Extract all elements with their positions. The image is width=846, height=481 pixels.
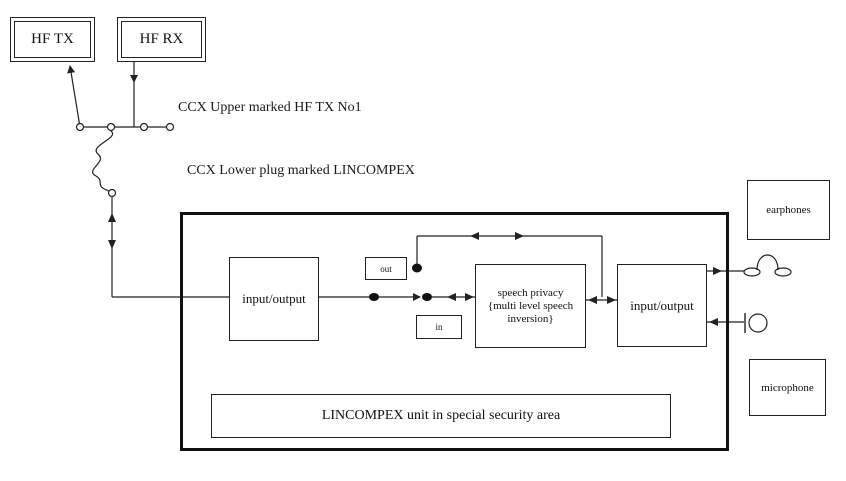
ccx-terminal-1 — [75, 122, 85, 132]
speech-privacy-line-2: {multi level speech — [487, 299, 574, 312]
hf-tx-box: HF TX — [10, 17, 95, 62]
bypass-arrow-left — [470, 232, 479, 240]
io-right-label: input/output — [630, 297, 694, 313]
earphones-arrow — [713, 267, 722, 275]
bidir-arrow-down — [108, 240, 116, 249]
microphone-label: microphone — [761, 381, 814, 394]
ccx-lower-label: CCX Lower plug marked LINCOMPEX — [187, 163, 415, 178]
security-area-box: LINCOMPEX unit in special security area — [211, 394, 671, 438]
bypass-arrow-right — [515, 232, 524, 240]
ccx-terminal-2 — [106, 122, 116, 132]
hf-rx-label: HF RX — [121, 21, 202, 58]
ccx-lower-plug — [107, 188, 117, 198]
switch-dot-2 — [422, 293, 432, 301]
out-dot — [412, 263, 422, 273]
earphones-label: earphones — [766, 204, 811, 216]
microphone-box: microphone — [749, 359, 826, 416]
hf-tx-lead — [67, 65, 81, 128]
coiled-cable — [92, 130, 114, 193]
microphone-icon — [748, 313, 768, 333]
lincompex-unit-frame — [180, 212, 729, 451]
earphone-right-cup — [774, 267, 792, 277]
switch-dot-1 — [369, 293, 379, 301]
hf-tx-label: HF TX — [14, 21, 91, 58]
in-label: in — [435, 322, 443, 332]
speech-privacy-box: speech privacy {multi level speech inver… — [475, 264, 586, 348]
earphones-box: earphones — [747, 180, 830, 240]
bidir-arrow-up — [108, 213, 116, 222]
io-right-box: input/output — [617, 264, 707, 347]
security-area-label: LINCOMPEX unit in special security area — [321, 408, 561, 423]
switch-arrow-right — [465, 293, 474, 301]
speech-privacy-line-1: speech privacy — [497, 286, 564, 299]
in-box: in — [416, 315, 462, 339]
speech-privacy-line-3: inversion} — [507, 312, 554, 325]
privacy-arrow-left — [588, 296, 597, 304]
ccx-terminal-3 — [139, 122, 149, 132]
switch-arrow-left — [447, 293, 456, 301]
hf-rx-box: HF RX — [117, 17, 206, 62]
ccx-upper-label: CCX Upper marked HF TX No1 — [178, 100, 362, 115]
out-box: out — [365, 257, 407, 280]
earphone-headband-icon — [756, 254, 779, 271]
io-left-box: input/output — [229, 257, 319, 341]
microphone-arrow — [709, 318, 718, 326]
out-label: out — [380, 263, 392, 274]
earphone-left-cup — [743, 267, 761, 277]
ccx-terminal-4 — [165, 122, 175, 132]
privacy-arrow-right — [607, 296, 616, 304]
io-left-label: input/output — [242, 291, 306, 306]
